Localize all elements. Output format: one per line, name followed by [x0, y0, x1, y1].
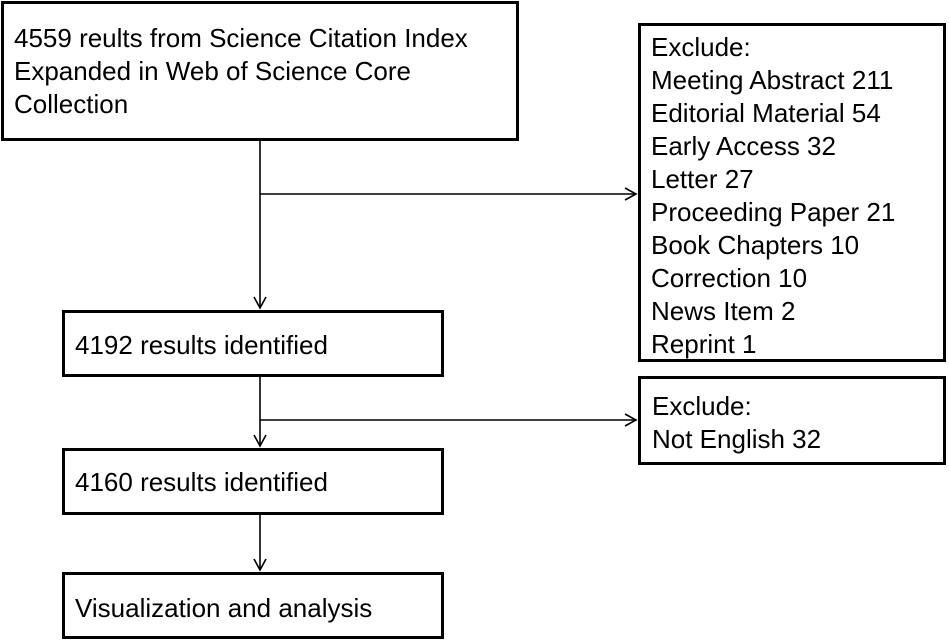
- analysis-label: Visualization and analysis: [75, 593, 373, 623]
- exclude-type-item: Correction 10: [651, 263, 808, 293]
- identified-results-box-1: 4192 results identified: [62, 310, 444, 377]
- identified-1-label: 4192 results identified: [75, 330, 328, 360]
- source-line-3: Collection: [14, 89, 129, 119]
- identified-results-box-2: 4160 results identified: [62, 448, 444, 515]
- exclude-language-heading: Exclude:: [652, 391, 752, 421]
- exclude-type-item: Letter 27: [651, 164, 754, 194]
- exclude-type-item: News Item 2: [651, 296, 796, 326]
- exclude-type-item: Early Access 32: [651, 131, 836, 161]
- exclude-language-box: Exclude: Not English 32: [638, 376, 946, 465]
- source-records-box: 4559 reults from Science Citation Index …: [1, 1, 519, 141]
- source-line-1: 4559 reults from Science Citation Index: [14, 23, 468, 53]
- exclude-document-types-box: Exclude: Meeting Abstract 211 Editorial …: [638, 23, 946, 362]
- exclude-type-item: Meeting Abstract 211: [651, 65, 894, 95]
- exclude-type-item: Reprint 1: [651, 329, 757, 359]
- identified-2-label: 4160 results identified: [75, 467, 328, 497]
- exclude-type-item: Proceeding Paper 21: [651, 197, 896, 227]
- exclude-type-item: Book Chapters 10: [651, 230, 860, 260]
- source-line-2: Expanded in Web of Science Core: [14, 56, 411, 86]
- visualization-analysis-box: Visualization and analysis: [62, 572, 444, 639]
- exclude-language-item: Not English 32: [652, 424, 822, 454]
- exclude-type-item: Editorial Material 54: [651, 98, 881, 128]
- exclude-types-heading: Exclude:: [651, 32, 751, 62]
